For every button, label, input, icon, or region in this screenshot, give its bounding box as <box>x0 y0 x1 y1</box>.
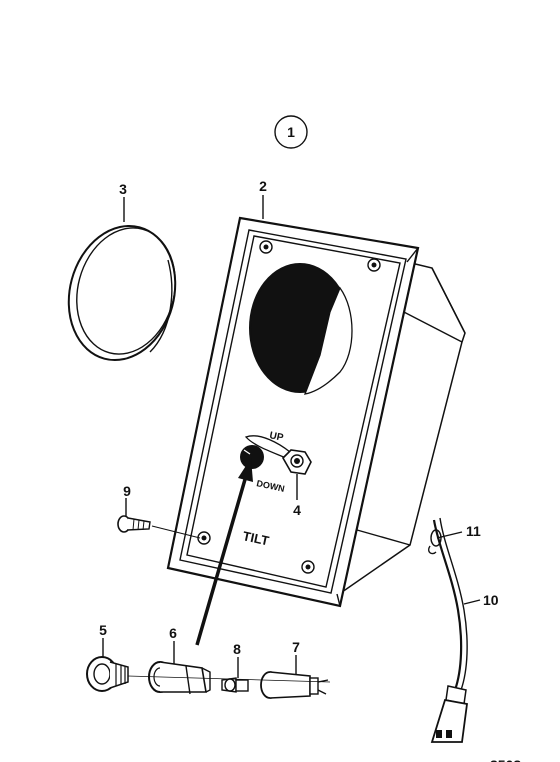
cable-clip-icon <box>427 529 442 555</box>
callout-9: 9 <box>123 483 131 499</box>
threaded-socket-icon <box>86 656 129 692</box>
group-number-badge: 1 <box>274 115 308 149</box>
gauge-opening <box>249 263 353 395</box>
callout-2: 2 <box>259 178 267 194</box>
footer-figure-number: 8508 <box>490 757 521 762</box>
callout-8: 8 <box>233 641 241 657</box>
bulb-icon <box>221 677 249 693</box>
callout-6: 6 <box>169 625 177 641</box>
lamp-socket-icon <box>260 671 329 699</box>
callout-5: 5 <box>99 622 107 638</box>
insertion-arrow-icon <box>195 458 253 646</box>
callout-11: 11 <box>466 523 481 539</box>
cable-icon <box>430 517 469 743</box>
indicator-lamp-hole <box>240 445 264 469</box>
corner-screw-tl-icon <box>259 240 273 254</box>
callout-7: 7 <box>292 639 300 655</box>
housing: UP DOWN TILT <box>166 216 466 608</box>
round-cover <box>67 224 177 362</box>
leader-lines <box>102 195 481 678</box>
assembly-axis-line <box>127 675 331 683</box>
callout-10: 10 <box>483 592 499 608</box>
corner-screw-tr-icon <box>367 258 381 272</box>
group-number: 1 <box>287 124 295 140</box>
screw-icon <box>117 515 201 539</box>
corner-screw-br-icon <box>301 560 315 574</box>
up-label: UP <box>268 430 284 444</box>
callout-3: 3 <box>119 181 127 197</box>
tilt-label: TILT <box>241 528 270 548</box>
callout-4: 4 <box>293 502 301 518</box>
toggle-switch-icon <box>244 435 312 475</box>
